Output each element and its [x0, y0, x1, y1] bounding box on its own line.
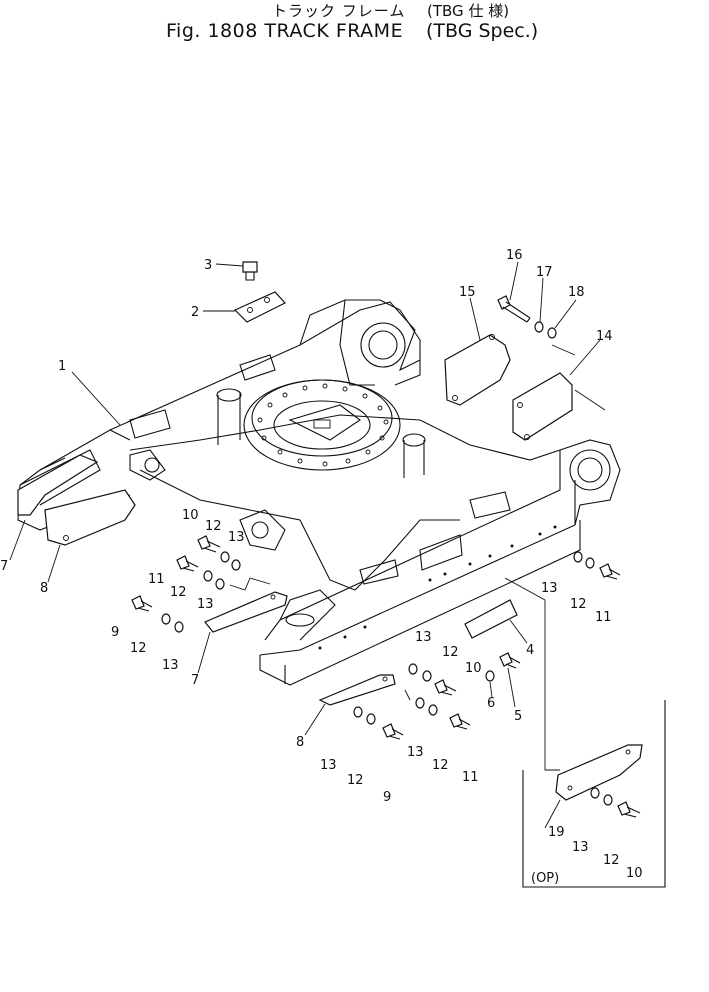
- callout-12-mid: 12: [170, 585, 187, 600]
- callout-13-mid: 13: [197, 597, 214, 612]
- callout-12-option: 12: [603, 853, 620, 868]
- part-8-guard-center: [318, 674, 396, 706]
- callout-13-lower-right: 13: [407, 745, 424, 760]
- callout-15: 15: [459, 285, 476, 300]
- callout-12-center: 12: [442, 645, 459, 660]
- title-spec-english: (TBG Spec.): [426, 20, 539, 42]
- optional-parts-box: (OP): [522, 700, 666, 888]
- part-6-washer: [485, 670, 495, 682]
- callout-18: 18: [568, 285, 585, 300]
- callout-8-center: 8: [296, 735, 304, 750]
- hardware-group-upper-left: [131, 535, 241, 633]
- part-3-bolt: [242, 261, 258, 281]
- callout-1: 1: [58, 359, 66, 374]
- callout-12-left: 12: [130, 641, 147, 656]
- track-frame: [17, 299, 621, 686]
- callout-4: 4: [526, 643, 534, 658]
- part-5-bolt: [499, 652, 521, 669]
- callout-10-option: 10: [626, 866, 643, 881]
- frame-bolt-holes: [318, 525, 557, 650]
- callout-3: 3: [204, 258, 212, 273]
- callout-10-upper: 10: [182, 508, 199, 523]
- title-english: Fig. 1808 TRACK FRAME: [166, 20, 404, 42]
- part-17-washer: [534, 321, 544, 333]
- title-japanese: トラック フレーム: [272, 2, 406, 20]
- callout-6: 6: [487, 696, 495, 711]
- callout-10-center: 10: [465, 661, 482, 676]
- callout-7-center: 7: [191, 673, 199, 688]
- callout-12-right: 12: [570, 597, 587, 612]
- part-18-washer: [547, 327, 557, 339]
- leader-lines: [9, 261, 606, 829]
- callout-13-left: 13: [162, 658, 179, 673]
- hardware-group-right: [573, 551, 621, 580]
- part-4-cover-plate: [464, 599, 518, 639]
- part-8-guard-left: [44, 489, 136, 546]
- callout-11-right: 11: [595, 610, 612, 625]
- callout-13-lower-left: 13: [320, 758, 337, 773]
- title-spec-japanese: (TBG 仕 様): [427, 2, 510, 20]
- callout-12-upper: 12: [205, 519, 222, 534]
- callout-11-lower: 11: [462, 770, 479, 785]
- callout-9-left: 9: [111, 625, 119, 640]
- callout-13-center: 13: [415, 630, 432, 645]
- callout-17: 17: [536, 265, 553, 280]
- part-7-guard-left: [17, 454, 99, 516]
- callout-19: 19: [548, 825, 565, 840]
- callout-2: 2: [191, 305, 199, 320]
- part-2-plate: [233, 291, 286, 323]
- callout-5: 5: [514, 709, 522, 724]
- callout-12-lower-right: 12: [432, 758, 449, 773]
- callout-13-right: 13: [541, 581, 558, 596]
- hardware-group-lower-center: [353, 663, 471, 740]
- part-15-cover-plate: [444, 334, 511, 406]
- callout-13-upper: 13: [228, 530, 245, 545]
- part-14-cover-plate: [512, 372, 573, 441]
- callout-12-lower-left: 12: [347, 773, 364, 788]
- part-7-guard-center: [204, 591, 288, 633]
- option-label: (OP): [531, 871, 559, 886]
- callout-labels: 1 2 3 4 5 6 7 7 8 8 9 9 10 10 10 11 11 1…: [0, 248, 643, 881]
- callout-8-left: 8: [40, 581, 48, 596]
- callout-14: 14: [596, 329, 613, 344]
- part-16-bolt: [497, 295, 531, 323]
- callout-9-lower: 9: [383, 790, 391, 805]
- callout-16: 16: [506, 248, 523, 263]
- swing-circle-bolt-holes: [257, 383, 389, 467]
- callout-13-option: 13: [572, 840, 589, 855]
- figure-title: トラック フレーム (TBG 仕 様) Fig. 1808 TRACK FRAM…: [0, 0, 709, 50]
- callout-7-left: 7: [0, 559, 8, 574]
- callout-11-left: 11: [148, 572, 165, 587]
